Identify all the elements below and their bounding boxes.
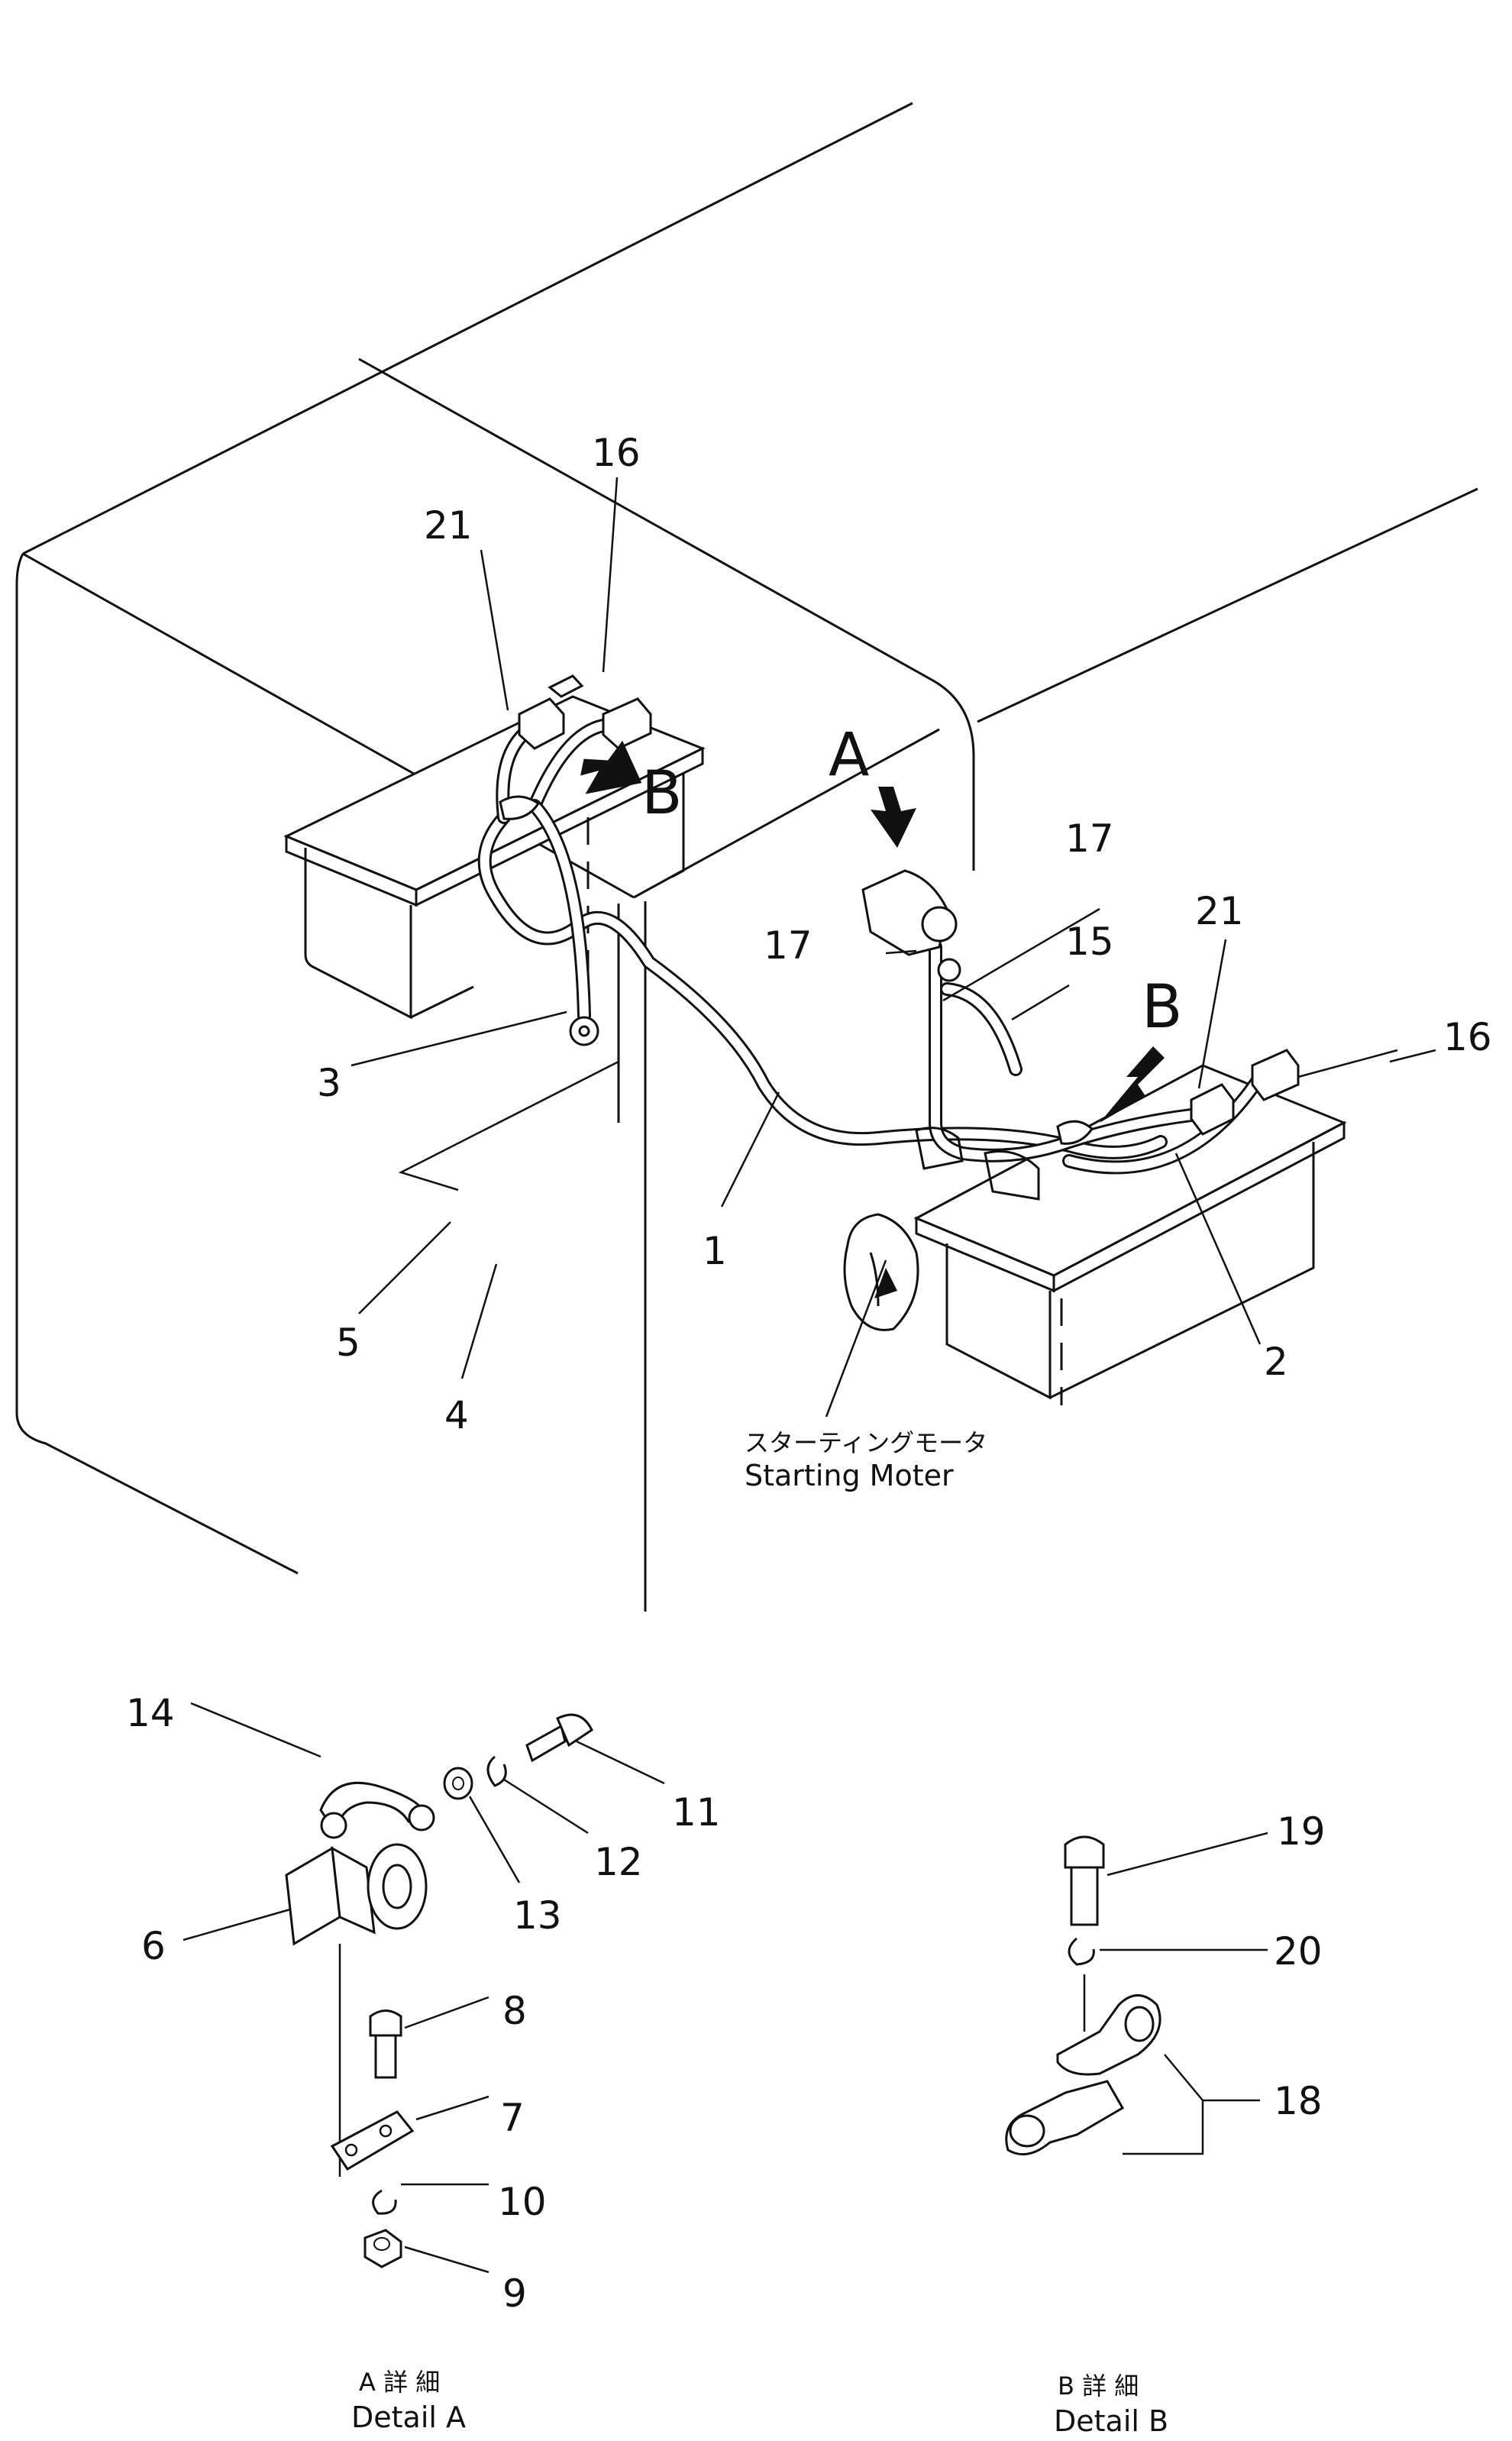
detail-b-caption-jp: B 詳 細 <box>1058 2371 1139 2401</box>
leader-lines <box>351 477 1436 1418</box>
callout-19: 19 <box>1277 1809 1326 1854</box>
callout-9: 9 <box>502 2271 527 2316</box>
callout-3: 3 <box>317 1061 341 1105</box>
callout-8: 8 <box>502 1989 527 2033</box>
direction-arrows <box>580 740 1165 1298</box>
callout-16-left: 16 <box>592 431 641 475</box>
callout-21-left: 21 <box>424 503 473 548</box>
terminals <box>499 674 1300 1145</box>
detail-a-caption-en: Detail A <box>351 2401 466 2434</box>
machine-body <box>15 102 1478 1612</box>
starting-motor-en: Starting Moter <box>745 1459 954 1492</box>
callout-18: 18 <box>1274 2079 1323 2123</box>
battery-left <box>283 695 706 1023</box>
callout-20: 20 <box>1274 1929 1323 1974</box>
callout-13: 13 <box>513 1893 562 1938</box>
callout-10: 10 <box>498 2180 547 2224</box>
callout-1: 1 <box>703 1229 727 1273</box>
callout-5: 5 <box>336 1321 360 1365</box>
detail-b-letter-right: B <box>1142 973 1183 1042</box>
callout-16-right: 16 <box>1443 1015 1492 1059</box>
callout-12: 12 <box>594 1840 643 1884</box>
callout-17-upper: 17 <box>1065 816 1114 861</box>
detail-b-letter-left: B <box>641 759 683 828</box>
callout-15: 15 <box>1065 920 1114 964</box>
starting-motor-jp: スターティングモータ <box>745 1428 987 1457</box>
callout-4: 4 <box>444 1393 469 1437</box>
callout-14: 14 <box>126 1691 175 1735</box>
callout-11: 11 <box>672 1790 721 1835</box>
detail-b-parts <box>1005 1832 1268 2156</box>
detail-a-parts <box>183 1702 665 2274</box>
callout-2: 2 <box>1264 1340 1288 1384</box>
detail-a-letter: A <box>829 721 869 790</box>
detail-a-caption-jp: A 詳 細 <box>359 2368 440 2397</box>
callout-7: 7 <box>500 2096 525 2140</box>
detail-b-caption-en: Detail B <box>1054 2404 1168 2438</box>
callout-21-right: 21 <box>1195 889 1244 933</box>
callout-6: 6 <box>141 1924 166 1968</box>
callout-17-lower: 17 <box>764 923 813 968</box>
